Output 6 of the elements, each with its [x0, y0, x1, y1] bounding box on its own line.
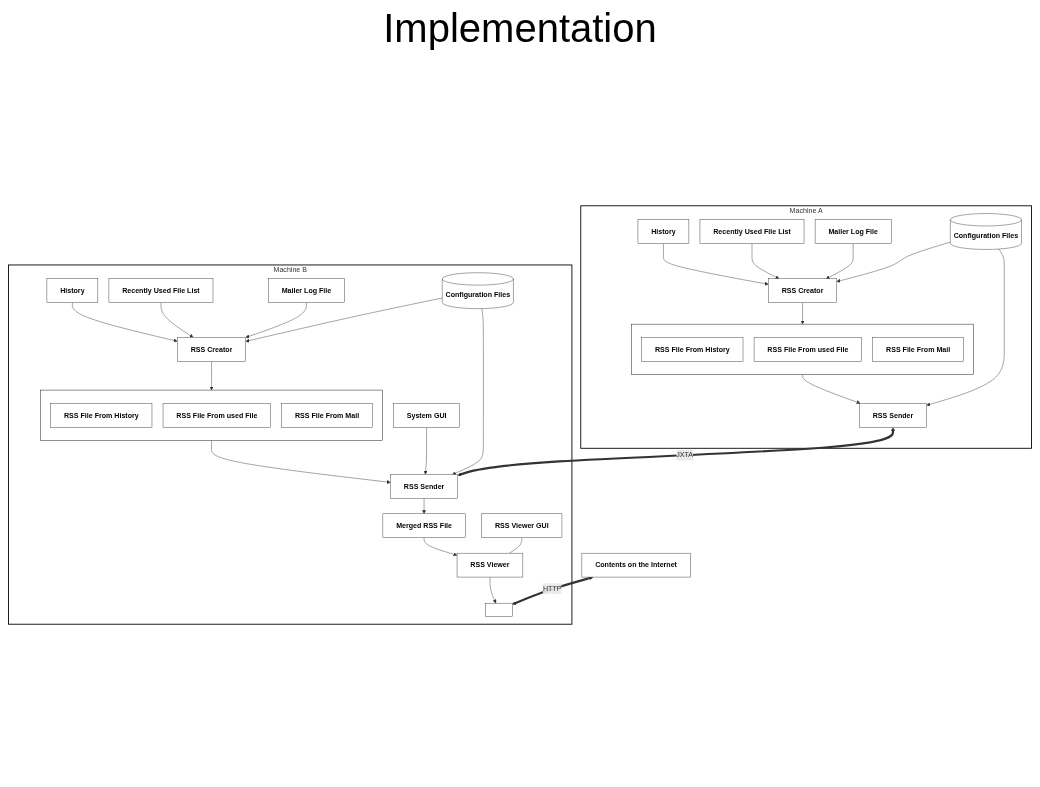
- cluster: [631, 323, 974, 375]
- cluster: [40, 389, 383, 441]
- diagram-title: Implementation: [382, 6, 658, 51]
- arrow: [457, 427, 895, 477]
- arrow: [512, 576, 594, 605]
- node-box: [485, 602, 513, 617]
